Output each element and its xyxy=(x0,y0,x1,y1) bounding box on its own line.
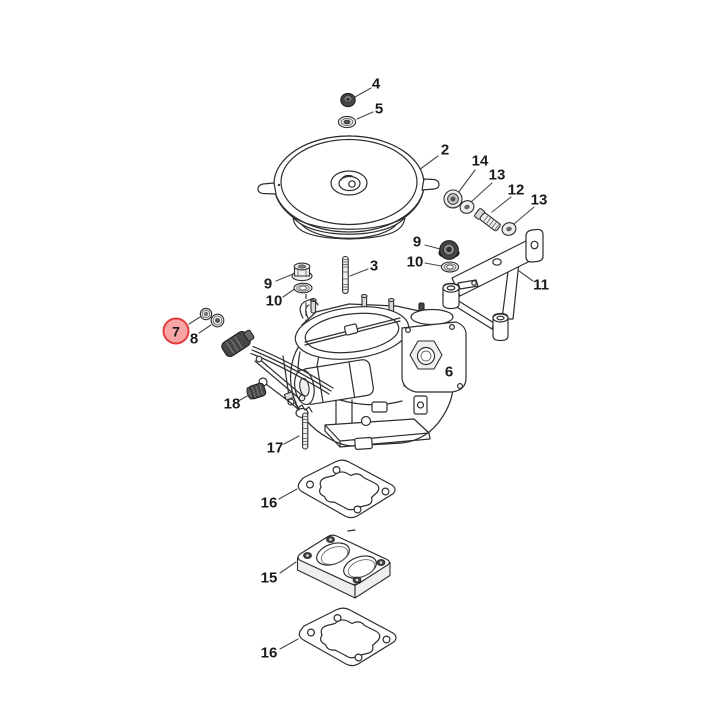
part-2-air-cleaner-cover xyxy=(257,135,440,240)
part-14-locknut xyxy=(443,189,463,209)
part-10-washer-right xyxy=(440,261,460,273)
callout-11[interactable]: 11 xyxy=(533,276,549,294)
callout-14[interactable]: 14 xyxy=(471,152,489,170)
cover-right-tab xyxy=(421,178,440,191)
sensor-connector xyxy=(221,329,255,357)
throttle-linkage xyxy=(258,355,313,413)
part-9-locknut-right xyxy=(438,240,460,260)
callout-6[interactable]: 6 xyxy=(444,363,454,381)
callout-15[interactable]: 15 xyxy=(260,569,278,587)
part-15-spacer-plate xyxy=(296,529,391,599)
part-11-bracket xyxy=(442,228,544,342)
mounting-flange xyxy=(324,418,431,451)
callout-9-left[interactable]: 9 xyxy=(263,275,273,293)
callout-13-upper[interactable]: 13 xyxy=(488,166,506,184)
callout-16-lower[interactable]: 16 xyxy=(260,644,278,662)
part-16-gasket-lower xyxy=(298,607,397,667)
callout-17[interactable]: 17 xyxy=(266,439,284,457)
callout-10-left[interactable]: 10 xyxy=(265,292,283,310)
part-13-washer-upper xyxy=(459,200,475,214)
callout-7-highlighted[interactable]: 7 xyxy=(162,317,190,345)
cover-left-tab xyxy=(257,182,277,195)
callout-12[interactable]: 12 xyxy=(507,181,525,199)
callout-5[interactable]: 5 xyxy=(374,100,384,118)
part-16-gasket-upper xyxy=(297,459,396,519)
part-13-washer-lower xyxy=(501,222,517,236)
callout-13-lower[interactable]: 13 xyxy=(530,191,548,209)
part-18-plug xyxy=(246,382,267,400)
callout-2[interactable]: 2 xyxy=(440,141,450,159)
callout-10-right[interactable]: 10 xyxy=(406,253,424,271)
part-3-stud xyxy=(342,255,349,295)
part-10-washer-left xyxy=(293,282,313,294)
part-6-carburetor xyxy=(221,293,467,451)
callout-9-right[interactable]: 9 xyxy=(412,233,422,251)
callout-8[interactable]: 8 xyxy=(189,330,199,348)
fuel-bowl xyxy=(401,308,467,393)
part-5-washer xyxy=(337,115,357,129)
spacer-bolt-holes xyxy=(303,536,386,584)
part-12-screw xyxy=(474,208,501,232)
part-7-nut xyxy=(199,307,213,321)
callout-16-upper[interactable]: 16 xyxy=(260,494,278,512)
part-4-nut xyxy=(340,92,356,108)
part-8-washer xyxy=(210,313,225,328)
callout-18[interactable]: 18 xyxy=(223,395,241,413)
part-17-stud xyxy=(302,412,309,450)
leader-lines xyxy=(188,87,535,650)
callout-3[interactable]: 3 xyxy=(369,257,379,275)
part-9-nut-left xyxy=(291,262,313,282)
callout-4[interactable]: 4 xyxy=(371,75,381,93)
